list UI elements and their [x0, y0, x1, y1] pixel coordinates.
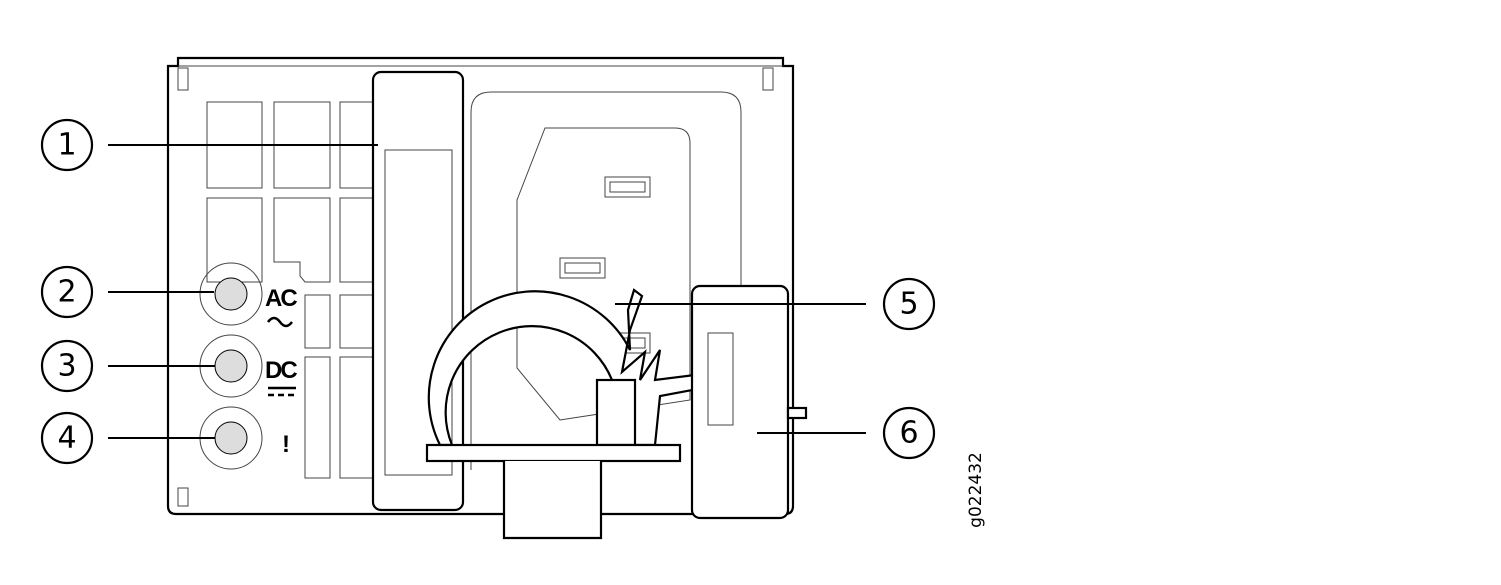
svg-text:3: 3	[57, 349, 76, 384]
led-dc: DC	[199, 334, 299, 398]
led-fault: !	[199, 406, 290, 470]
svg-text:5: 5	[899, 287, 918, 322]
dc-symbol-icon	[268, 386, 296, 397]
led-label-dc: DC	[265, 357, 297, 384]
svg-text:4: 4	[57, 421, 76, 456]
led-label-ac: AC	[265, 285, 297, 312]
callout-lines	[108, 144, 866, 439]
svg-text:6: 6	[899, 416, 918, 451]
power-cord-retainer-clip	[425, 288, 737, 540]
callout-5: 5	[882, 277, 936, 331]
callout-4: 4	[40, 411, 94, 465]
callout-3: 3	[40, 339, 94, 393]
ejector-latch	[690, 284, 808, 520]
led-label-fault: !	[282, 431, 288, 458]
svg-text:2: 2	[57, 275, 76, 310]
led-ac: AC	[199, 262, 299, 328]
ac-symbol-icon	[267, 316, 293, 328]
figure-id: g022432	[966, 452, 986, 528]
inlet-pin-slot	[559, 176, 651, 354]
svg-text:1: 1	[57, 128, 76, 163]
callout-1: 1	[40, 118, 94, 172]
callout-6: 6	[882, 406, 936, 460]
callout-2: 2	[40, 265, 94, 319]
